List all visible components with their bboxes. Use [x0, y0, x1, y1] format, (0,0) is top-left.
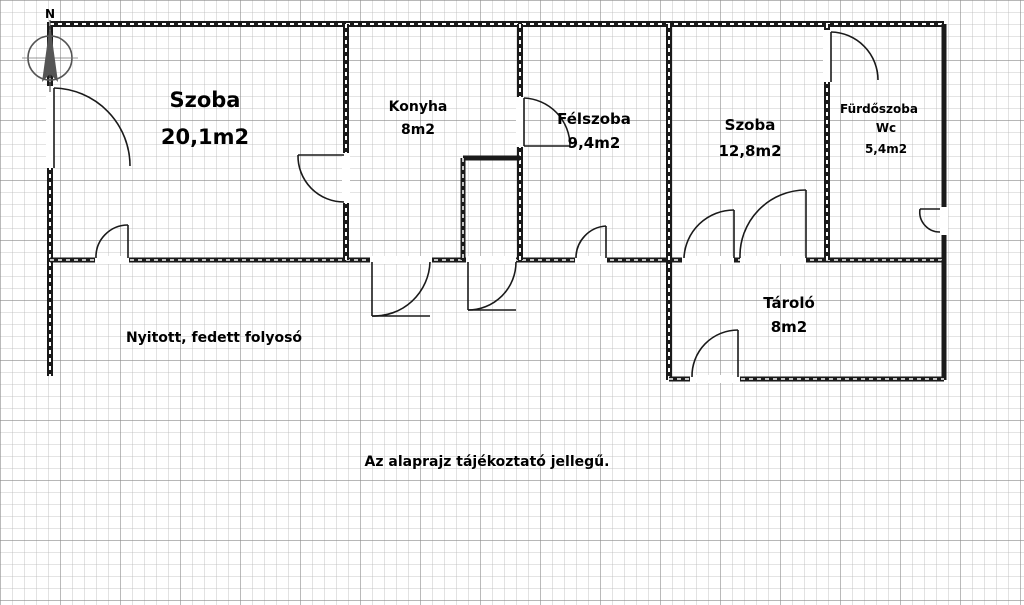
north-arrow-icon [42, 24, 58, 82]
compass-north-letter: N [45, 7, 55, 21]
room-name: Tároló [763, 294, 815, 312]
door-szoba-1-corridor [95, 224, 129, 259]
corridor-label: Nyitott, fedett folyosó [126, 330, 302, 346]
door-szoba-1-outer [53, 87, 131, 168]
room-name: Félszoba [557, 110, 631, 128]
door-szoba-konyha [297, 154, 345, 203]
notice-text: Az alaprajz tájékoztató jellegű. [365, 454, 610, 470]
room-area: 8m2 [771, 318, 808, 336]
room-name: Fürdőszoba [840, 102, 918, 116]
room-area: 5,4m2 [865, 142, 907, 156]
room-name: Szoba [170, 88, 241, 112]
door-felszoba-corridor [575, 225, 607, 259]
room-labels: Szoba 20,1m2 Konyha 8m2 Félszoba 9,4m2 S… [161, 88, 918, 336]
door-pantry-corridor [467, 261, 517, 311]
door-furdoszoba [830, 31, 879, 82]
door-konyha-corridor [371, 261, 431, 317]
doors [53, 31, 941, 378]
room-area: 20,1m2 [161, 125, 249, 149]
door-openings [46, 30, 948, 383]
room-subname: Wc [876, 121, 896, 135]
door-szoba-2-right [739, 189, 807, 259]
room-name: Szoba [725, 116, 776, 134]
room-area: 8m2 [401, 122, 435, 138]
door-tarolo [691, 329, 739, 378]
door-furdoszoba-right [918, 208, 941, 233]
room-name: Konyha [389, 99, 448, 115]
door-konyha-felszoba [523, 97, 571, 147]
compass: N [22, 7, 78, 92]
room-area: 12,8m2 [718, 142, 781, 160]
door-szoba-2-left [683, 209, 735, 259]
room-area: 9,4m2 [568, 134, 621, 152]
